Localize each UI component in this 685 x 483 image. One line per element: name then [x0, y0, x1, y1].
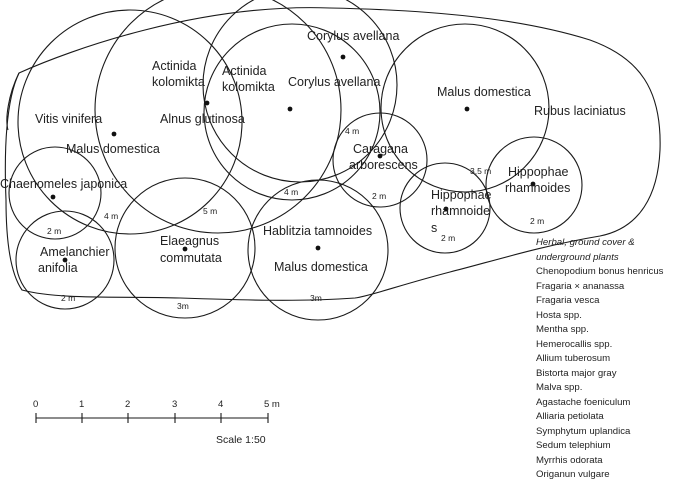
scale-tick-label: 4: [218, 399, 223, 410]
plant-marker: [182, 246, 188, 252]
planting-diagram: Corylus avellana Actinida kolomikta Acti…: [0, 0, 661, 446]
legend-item: Malva spp.: [536, 382, 583, 393]
canopy-circle-chaenomeles: [8, 146, 102, 240]
plant-marker: [287, 106, 293, 112]
canopy-circle-hablitzia: [247, 179, 389, 321]
plant-marker: [464, 106, 470, 112]
legend-item: Hosta spp.: [536, 309, 582, 321]
plant-label-hippophae-mid: Hippophae: [431, 188, 492, 202]
canopy-circle-hippophae-mid: [399, 162, 491, 254]
distance-label: 2 m: [47, 226, 61, 236]
legend-item: Fragaria × ananassa: [536, 280, 625, 292]
plant-label-caragana: Caragana: [353, 142, 408, 156]
scale-tick-label: 0: [33, 399, 38, 410]
distance-label: 5 m: [203, 206, 217, 216]
plant-marker: [50, 194, 56, 200]
distance-label: 4 m: [104, 211, 118, 221]
scale-bar: 0 1 2 3 4 5 m Scale 1:50: [33, 399, 280, 446]
legend-item: Fragaria vesca: [536, 295, 600, 306]
canopy-circle-corylus-mid: [203, 23, 381, 201]
legend-list: Chenopodium bonus henricus Fragaria × an…: [536, 265, 684, 483]
plant-label-hippophae-right: rhamnoides: [505, 181, 570, 195]
legend-item: Sedum telephium: [536, 440, 611, 451]
legend-item: Mentha spp.: [536, 324, 589, 335]
distance-label: 2 m: [441, 233, 455, 243]
distance-label: 3,5 m: [470, 166, 491, 176]
legend-item: Bistorta major gray: [536, 367, 617, 379]
legend-item: Myrrhis odorata: [536, 454, 603, 466]
legend-item: Alliaria petiolata: [536, 411, 604, 422]
distance-label: 3m: [177, 301, 189, 311]
plant-marker: [315, 245, 321, 251]
plant-marker: [443, 206, 449, 212]
plant-label-hippophae-mid: s: [431, 221, 437, 235]
plant-marker: [340, 54, 346, 60]
canopy-circle-hippophae-right: [485, 136, 583, 234]
plant-label-actinida-left: kolomikta: [152, 75, 205, 89]
legend-item: Symphytum uplandica: [536, 425, 631, 437]
scale-caption: Scale 1:50: [216, 434, 266, 446]
plant-label-elaeagnus: commutata: [160, 251, 222, 265]
plant-label-elaeagnus: Elaeagnus: [160, 234, 219, 248]
plant-marker: [530, 181, 536, 187]
plant-label-corylus-mid: Corylus avellana: [288, 75, 380, 89]
bed-outline: [4, 7, 661, 301]
canopy-circle-amelanchier: [15, 210, 115, 310]
plant-label-alnus: Alnus glutinosa: [160, 112, 245, 126]
legend-item: Hemerocallis spp.: [536, 338, 613, 350]
bed-outline-edge: [6, 72, 20, 131]
legend-item: Chenopodium bonus henricus: [536, 266, 664, 277]
scale-tick-label: 3: [172, 399, 177, 410]
distance-label: 2 m: [530, 216, 544, 226]
canopy-circle-actinida-alnus: [94, 0, 342, 234]
legend-item: Allium tuberosum: [536, 353, 611, 364]
canopy-circle-malus-right: [380, 23, 550, 193]
plant-marker: [111, 131, 117, 137]
plant-label-hippophae-right: Hippophae: [508, 165, 569, 179]
plant-label-rubus: Rubus laciniatus: [534, 104, 626, 118]
plant-label-caragana: arborescens: [349, 158, 418, 172]
legend-title: Herbal, ground cover &: [536, 237, 635, 248]
plant-marker: [377, 153, 383, 159]
scale-tick-label: 1: [79, 399, 84, 410]
scale-tick-label: 5 m: [264, 399, 280, 410]
plant-label-corylus-top: Corylus avellana: [307, 29, 399, 43]
plant-label-malus-left: Malus domestica: [66, 142, 160, 156]
plant-marker: [62, 257, 68, 263]
plant-label-amelanchier: anifolia: [38, 261, 78, 275]
legend-title: underground plants: [536, 251, 619, 263]
plant-label-vitis: Vitis vinifera: [35, 112, 102, 126]
plant-label-hippophae-mid: rhamnoide: [431, 204, 490, 218]
plant-label-malus-right: Malus domestica: [437, 85, 531, 99]
plant-legend: Herbal, ground cover & underground plant…: [536, 236, 684, 483]
canopy-circle-elaeagnus: [114, 177, 256, 319]
distance-label: 4 m: [345, 126, 359, 136]
plant-marker: [204, 100, 210, 106]
distance-label: 4 m: [284, 187, 298, 197]
plant-label-hablitzia: Hablitzia tamnoides: [263, 224, 372, 238]
scale-tick-label: 2: [125, 399, 130, 410]
distance-label: 3m: [310, 293, 322, 303]
distance-label: 2 m: [372, 191, 386, 201]
canopy-circle-vitis: [17, 9, 243, 235]
canopy-circle-caragana: [332, 112, 428, 208]
plant-label-actinida-left: Actinida: [152, 59, 197, 73]
legend-item: Agastache foeniculum: [536, 396, 631, 408]
plant-label-actinida-right: kolomikta: [222, 80, 275, 94]
plant-label-malus-bottom: Malus domestica: [274, 260, 368, 274]
plant-label-actinida-right: Actinida: [222, 64, 267, 78]
legend-item: Origanun vulgare: [536, 469, 610, 480]
distance-label: 2 m: [61, 293, 75, 303]
plant-label-chaenomeles: Chaenomeles japonica: [0, 177, 127, 191]
plant-label-amelanchier: Amelanchier: [40, 245, 109, 259]
